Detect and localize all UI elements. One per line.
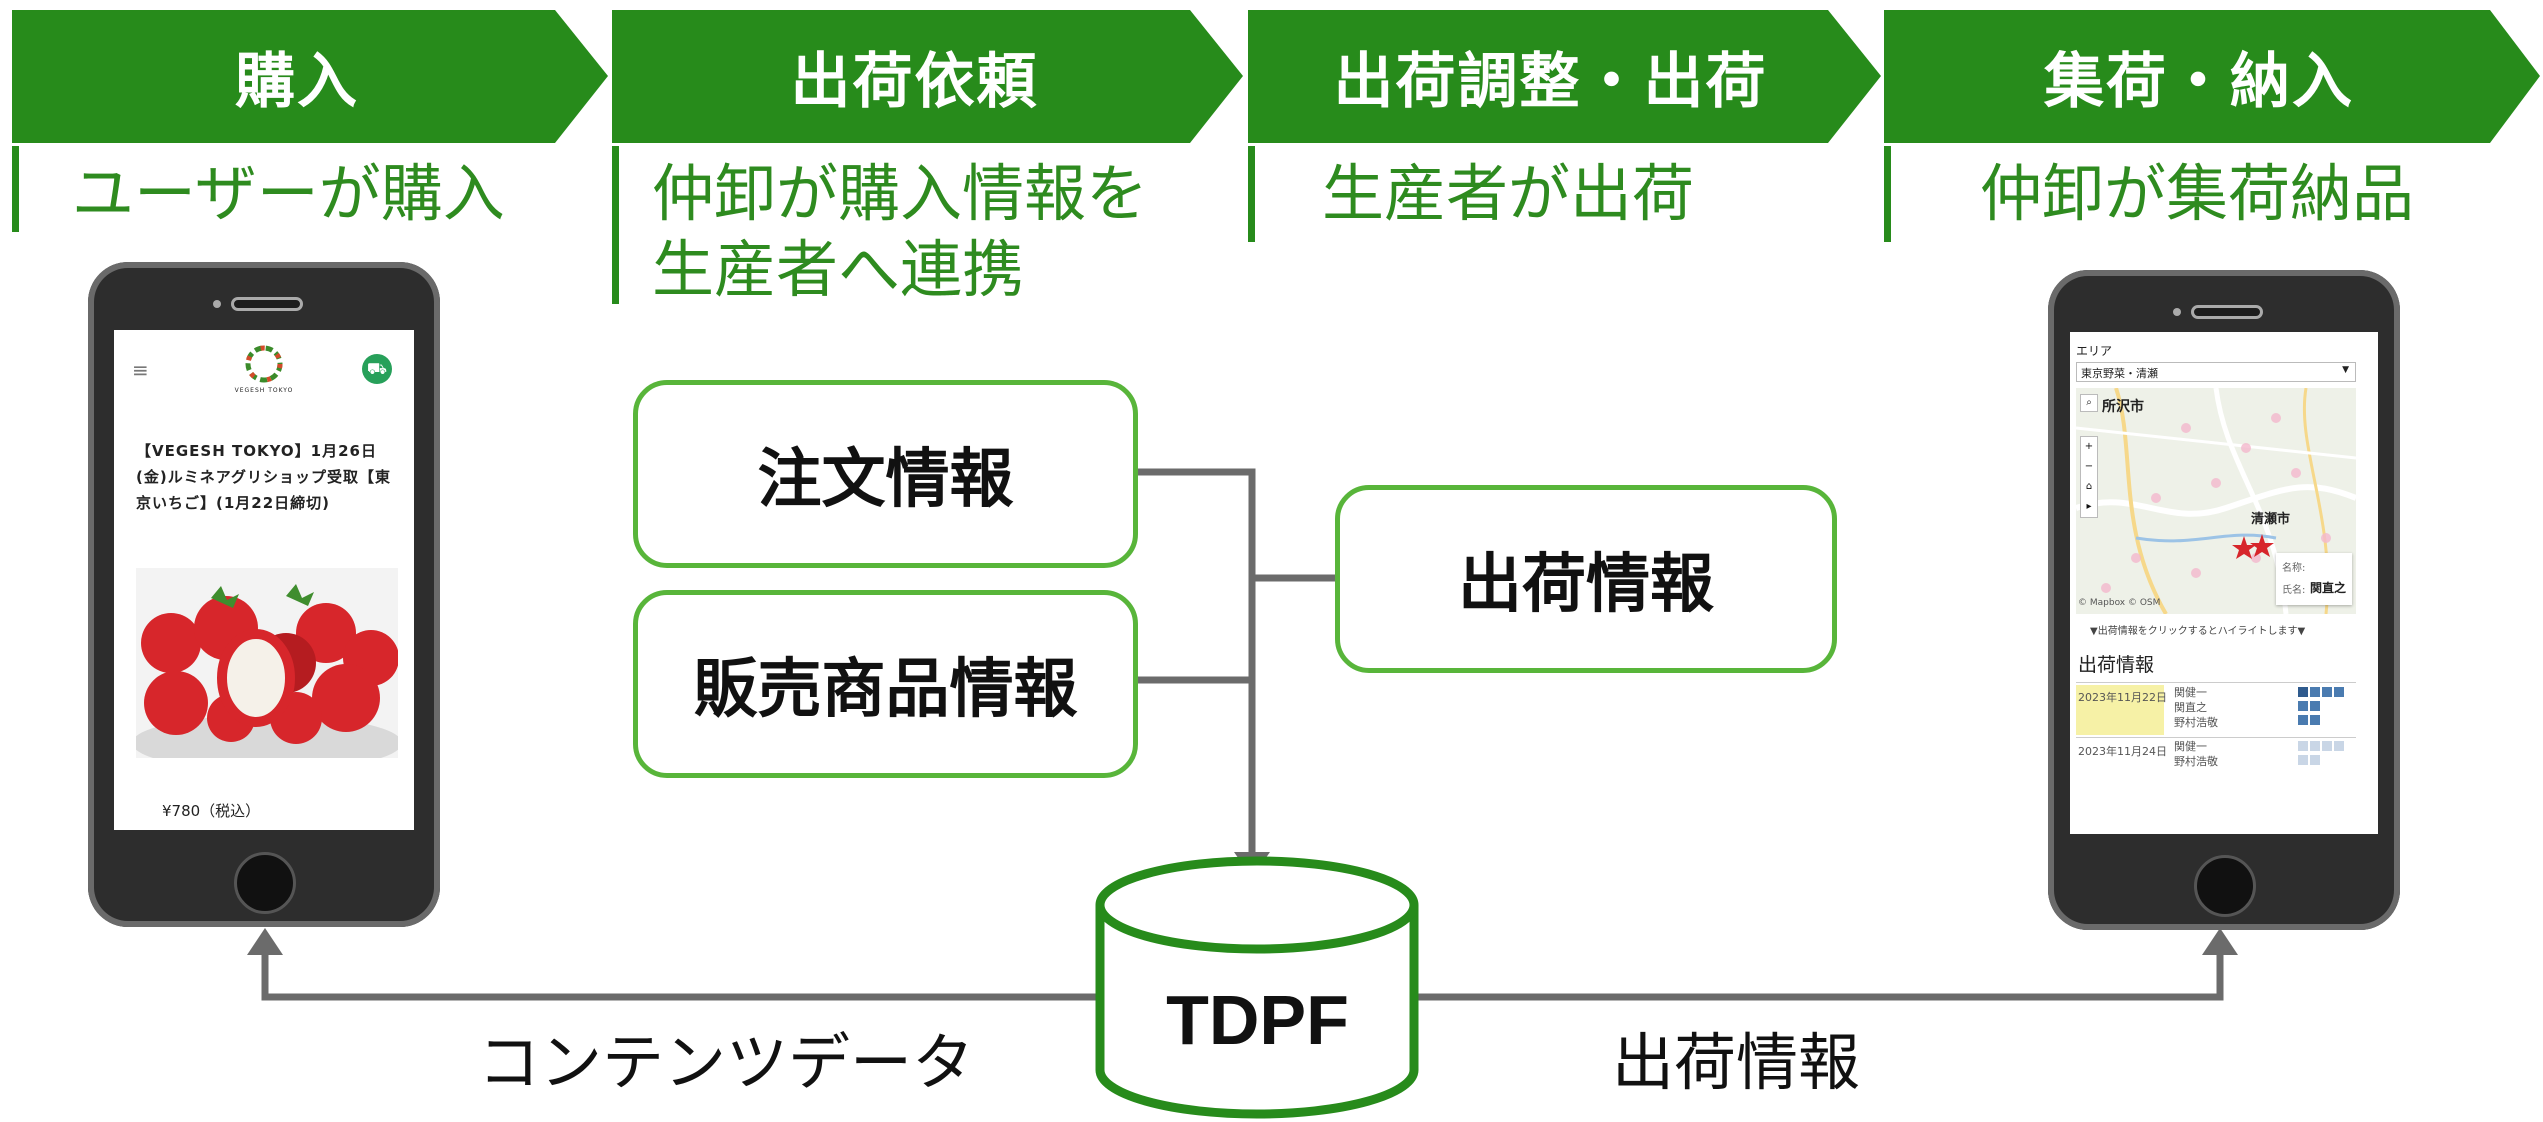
- area-select-value: 東京野菜・清瀬: [2081, 367, 2158, 380]
- step-desc-shipping-request-line2: 生産者へ連携: [652, 233, 1025, 306]
- product-price: ¥780（税込）: [162, 802, 261, 820]
- shipping-section-title: 出荷情報: [2078, 654, 2155, 676]
- area-label: エリア: [2076, 344, 2113, 358]
- area-select[interactable]: 東京野菜・清瀬 ▼: [2076, 362, 2356, 382]
- search-icon[interactable]: ⌕: [2080, 394, 2098, 412]
- step-accent-2: [612, 146, 619, 304]
- brand-logo: [245, 345, 283, 383]
- hamburger-icon[interactable]: ≡: [132, 358, 149, 382]
- table-row-bars: [2298, 741, 2344, 765]
- product-title[interactable]: 【VEGESH TOKYO】1月26日(金)ルミネアグリショップ受取【東京いちご…: [136, 442, 391, 512]
- step-title-shipping-adjust: 出荷調整・出荷: [1333, 47, 1768, 117]
- step-desc-shipping-request-line1: 仲卸が購入情報を: [652, 157, 1149, 230]
- phone-right-screen: エリア 東京野菜・清瀬 ▼: [2070, 332, 2378, 834]
- arrowhead-to-left-phone: [247, 928, 283, 955]
- arrowhead-to-right-phone: [2202, 928, 2238, 955]
- box-product-info: 販売商品情報: [633, 590, 1138, 778]
- table-cell-name: 関健一: [2174, 686, 2207, 699]
- flow-label-content-data: コンテンツデータ: [478, 1026, 975, 1099]
- map-zoom-controls[interactable]: +−⌂▸: [2080, 436, 2098, 518]
- cart-icon[interactable]: ⛟: [362, 354, 392, 384]
- shipping-table: 2023年11月22日 関健一 関直之 野村浩敬 2023年11月24日 関健一…: [2076, 682, 2356, 775]
- map-city-tokorozawa: 所沢市: [2102, 399, 2144, 415]
- table-row-highlight: [2076, 685, 2164, 735]
- tooltip-key-name: 名称:: [2282, 563, 2306, 574]
- table-row-date[interactable]: 2023年11月24日: [2078, 745, 2167, 758]
- table-cell-name: 関健一: [2174, 740, 2207, 753]
- table-row-date[interactable]: 2023年11月22日: [2078, 691, 2167, 704]
- phone-camera: [2173, 308, 2181, 316]
- step-accent-3: [1248, 146, 1255, 242]
- phone-home-button: [2194, 855, 2256, 917]
- phone-camera: [213, 300, 221, 308]
- step-accent-4: [1884, 146, 1891, 242]
- table-cell-name: 野村浩敬: [2174, 716, 2218, 729]
- step-accent-1: [12, 146, 19, 232]
- map-tooltip: 名称: 氏名: 関直之: [2276, 553, 2352, 605]
- box-order-info: 注文情報: [633, 380, 1138, 568]
- table-cell-name: 野村浩敬: [2174, 755, 2218, 768]
- map-city-kiyose: 清瀬市: [2251, 512, 2291, 527]
- phone-left-screen: ≡ VEGESH TOKYO ⛟ 【VEGESH TOKYO】1月26日(金)ル…: [114, 330, 414, 830]
- phone-left: ≡ VEGESH TOKYO ⛟ 【VEGESH TOKYO】1月26日(金)ル…: [88, 262, 440, 927]
- brand-name: VEGESH TOKYO: [234, 387, 294, 394]
- step-banner-4: [1884, 10, 2540, 143]
- phone-speaker: [2191, 305, 2263, 319]
- table-cell-name: 関直之: [2174, 701, 2207, 714]
- step-desc-collection: 仲卸が集荷納品: [1980, 157, 2415, 230]
- step-title-shipping-request: 出荷依頼: [790, 47, 1039, 117]
- step-banner-1: [12, 10, 608, 143]
- phone-speaker: [231, 297, 303, 311]
- phone-home-button: [234, 852, 296, 914]
- step-banner-2: [612, 10, 1243, 143]
- highlight-hint: ▼出荷情報をクリックするとハイライトします▼: [2090, 626, 2306, 637]
- step-banner-3: [1248, 10, 1881, 143]
- table-row-bars: [2298, 687, 2344, 725]
- database-cylinder: [1095, 856, 1419, 1119]
- chevron-down-icon: ▼: [2342, 365, 2349, 375]
- flow-label-shipping-info: 出荷情報: [1612, 1026, 1861, 1099]
- tooltip-value-person: 関直之: [2310, 581, 2347, 595]
- database-label: TDPF: [1166, 981, 1349, 1059]
- step-desc-purchase: ユーザーが購入: [72, 157, 505, 230]
- phone-right: エリア 東京野菜・清瀬 ▼: [2048, 270, 2400, 930]
- table-row-names: 関健一 関直之 野村浩敬: [2174, 685, 2218, 730]
- step-title-purchase: 購入: [235, 47, 359, 117]
- connector-lines: [1136, 468, 1338, 855]
- map[interactable]: ⌕ +−⌂▸ 所沢市 清瀬市 © Mapbox © OSM 名称: 氏名: 関直…: [2076, 388, 2356, 614]
- flow-lines: [261, 950, 2224, 1001]
- box-shipping-info: 出荷情報: [1335, 485, 1837, 673]
- product-image: [136, 568, 398, 758]
- table-row-names: 関健一 野村浩敬: [2174, 739, 2218, 769]
- tooltip-key-person: 氏名:: [2282, 585, 2306, 596]
- step-title-collection: 集荷・納入: [2044, 47, 2354, 117]
- map-attribution: © Mapbox © OSM: [2078, 598, 2161, 608]
- step-desc-shipping-adjust: 生産者が出荷: [1322, 157, 1695, 230]
